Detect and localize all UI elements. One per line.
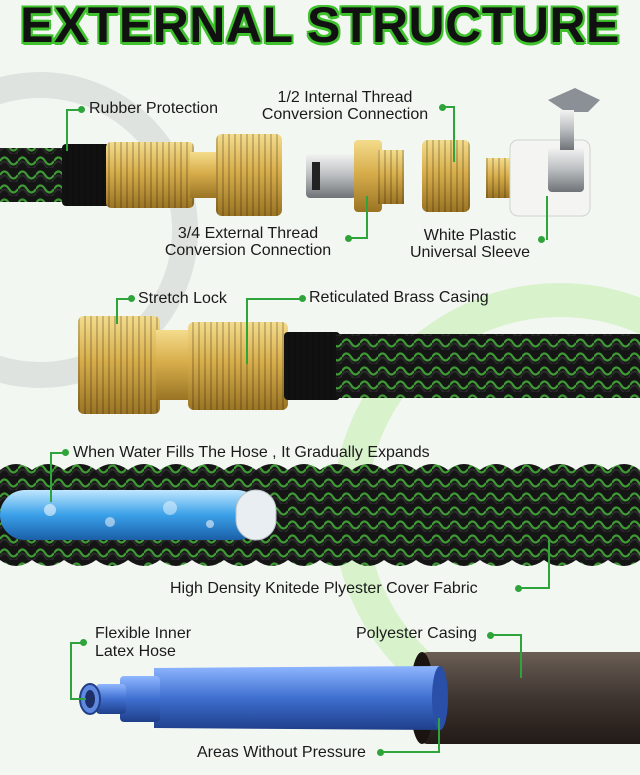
label-cover-fabric: High Density Knitede Plyester Cover Fabr… — [170, 580, 478, 597]
inner-latex-hose — [154, 666, 440, 730]
water-fills-dot — [62, 449, 69, 456]
clamp — [548, 148, 584, 192]
stretch-lock-dot — [128, 295, 135, 302]
label-inner-hose-line1: Flexible Inner — [95, 625, 192, 642]
label-white-plastic-line1: White Plastic — [423, 227, 517, 244]
cover-fabric-dot — [515, 585, 522, 592]
label-polyester-casing: Polyester Casing — [356, 625, 477, 642]
expanded-hose — [0, 464, 640, 566]
label-external-thread-line1: 3/4 External Thread — [177, 225, 319, 242]
clamp-key — [548, 88, 600, 112]
grey-ring — [0, 72, 198, 388]
label-inner-hose-line2: Latex Hose — [95, 643, 176, 660]
polyester-casing-dot — [487, 632, 494, 639]
hose-segment-2 — [336, 334, 640, 398]
label-internal-thread-line2: Conversion Connection — [261, 106, 429, 123]
label-stretch-lock: Stretch Lock — [138, 290, 227, 307]
hose-segment-1 — [0, 148, 70, 202]
water-filled-inner-tube — [0, 490, 262, 540]
rubber-protection-dot — [78, 106, 85, 113]
inner-hose-dot — [80, 639, 87, 646]
label-external-thread-line2: Conversion Connection — [164, 242, 332, 259]
areas-without-pressure-dot — [377, 749, 384, 756]
page-title: EXTERNAL STRUCTURE — [20, 0, 620, 53]
white-plastic-dot — [538, 236, 545, 243]
label-reticulated-brass: Reticulated Brass Casing — [309, 289, 489, 306]
label-internal-thread-line1: 1/2 Internal Thread — [277, 89, 413, 106]
polyester-casing — [418, 652, 640, 744]
label-water-fills: When Water Fills The Hose , It Gradually… — [73, 444, 430, 461]
label-areas-without-pressure: Areas Without Pressure — [197, 744, 366, 761]
reticulated-brass-dot — [299, 295, 306, 302]
adapter-brass-hex — [354, 140, 382, 212]
label-white-plastic-line2: Universal Sleeve — [409, 244, 531, 261]
label-rubber-protection: Rubber Protection — [89, 100, 218, 117]
